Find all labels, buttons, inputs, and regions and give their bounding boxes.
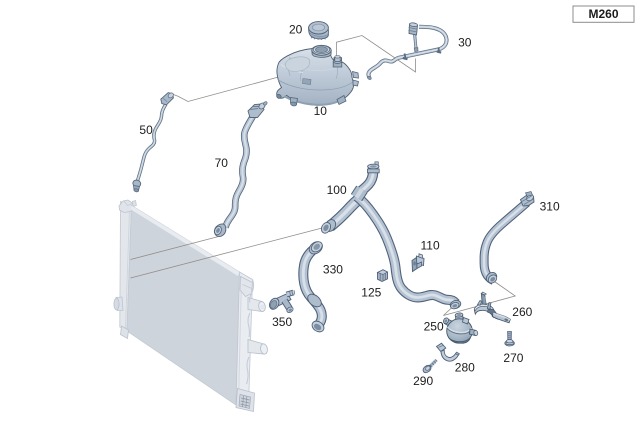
svg-text:260: 260 <box>512 305 532 319</box>
svg-text:30: 30 <box>458 35 472 49</box>
svg-text:20: 20 <box>289 23 303 37</box>
svg-text:310: 310 <box>540 199 560 213</box>
svg-text:250: 250 <box>424 320 444 334</box>
svg-text:110: 110 <box>421 238 440 252</box>
svg-text:100: 100 <box>327 183 347 197</box>
svg-text:350: 350 <box>272 315 292 329</box>
svg-text:50: 50 <box>139 123 153 137</box>
svg-text:70: 70 <box>215 156 229 170</box>
svg-text:290: 290 <box>413 374 433 388</box>
svg-text:280: 280 <box>455 360 475 374</box>
svg-text:125: 125 <box>361 285 381 299</box>
svg-text:M260: M260 <box>588 7 618 21</box>
svg-text:330: 330 <box>323 263 343 277</box>
svg-text:270: 270 <box>503 351 523 365</box>
svg-text:10: 10 <box>314 104 328 118</box>
